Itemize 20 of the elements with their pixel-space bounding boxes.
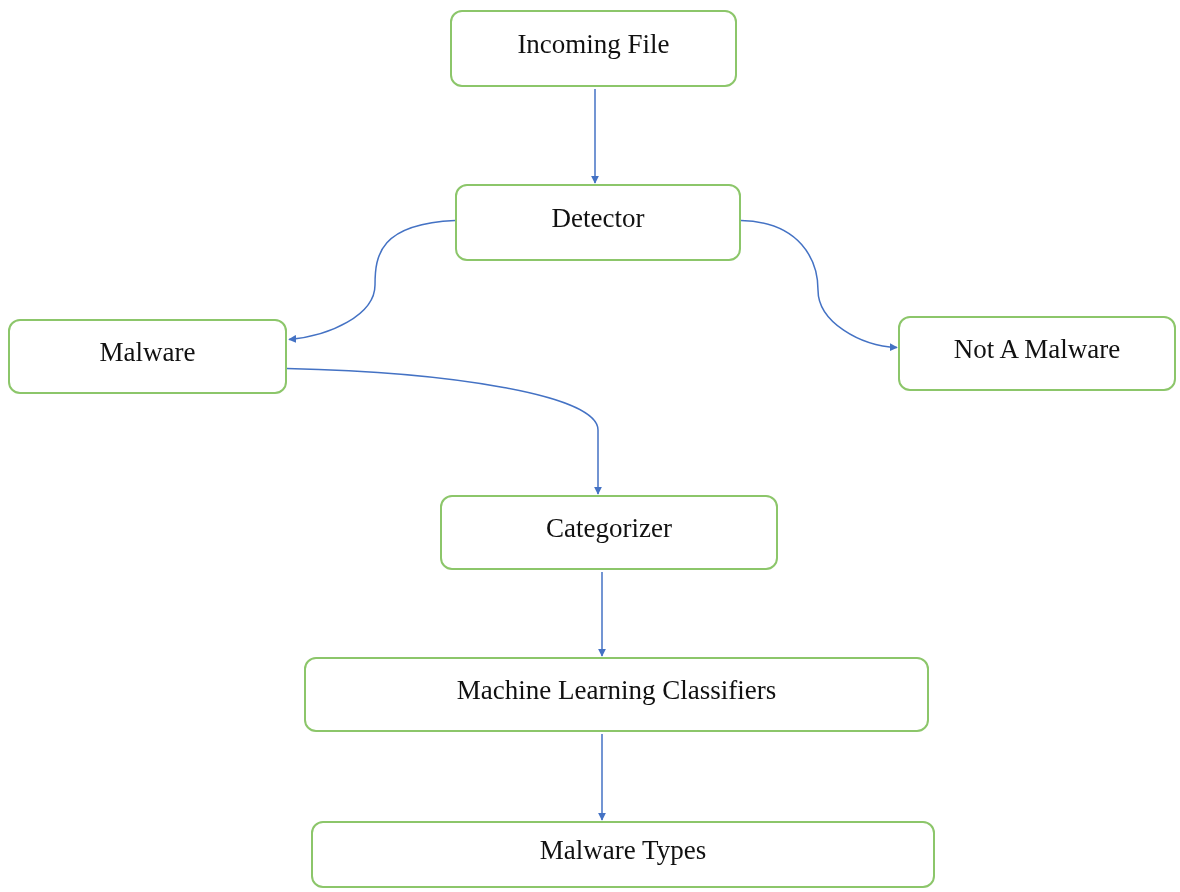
node-label: Categorizer xyxy=(546,513,672,544)
arrow xyxy=(286,367,602,495)
node-label: Incoming File xyxy=(517,29,670,60)
arrow xyxy=(598,733,606,821)
node-label: Malware xyxy=(99,337,196,368)
process-box xyxy=(440,495,778,570)
node-label: Not A Malware xyxy=(953,334,1121,365)
process-box xyxy=(311,821,935,888)
process-box xyxy=(8,319,287,394)
node-label: Machine Learning Classifiers xyxy=(456,675,777,706)
arrow xyxy=(740,219,898,351)
arrow xyxy=(288,219,456,343)
process-box xyxy=(304,657,929,732)
process-box xyxy=(898,316,1176,391)
process-box xyxy=(450,10,737,87)
node-label: Detector xyxy=(551,203,645,234)
arrow xyxy=(591,88,599,184)
process-box xyxy=(455,184,741,261)
node-label: Malware Types xyxy=(539,835,707,866)
arrow xyxy=(598,571,606,657)
